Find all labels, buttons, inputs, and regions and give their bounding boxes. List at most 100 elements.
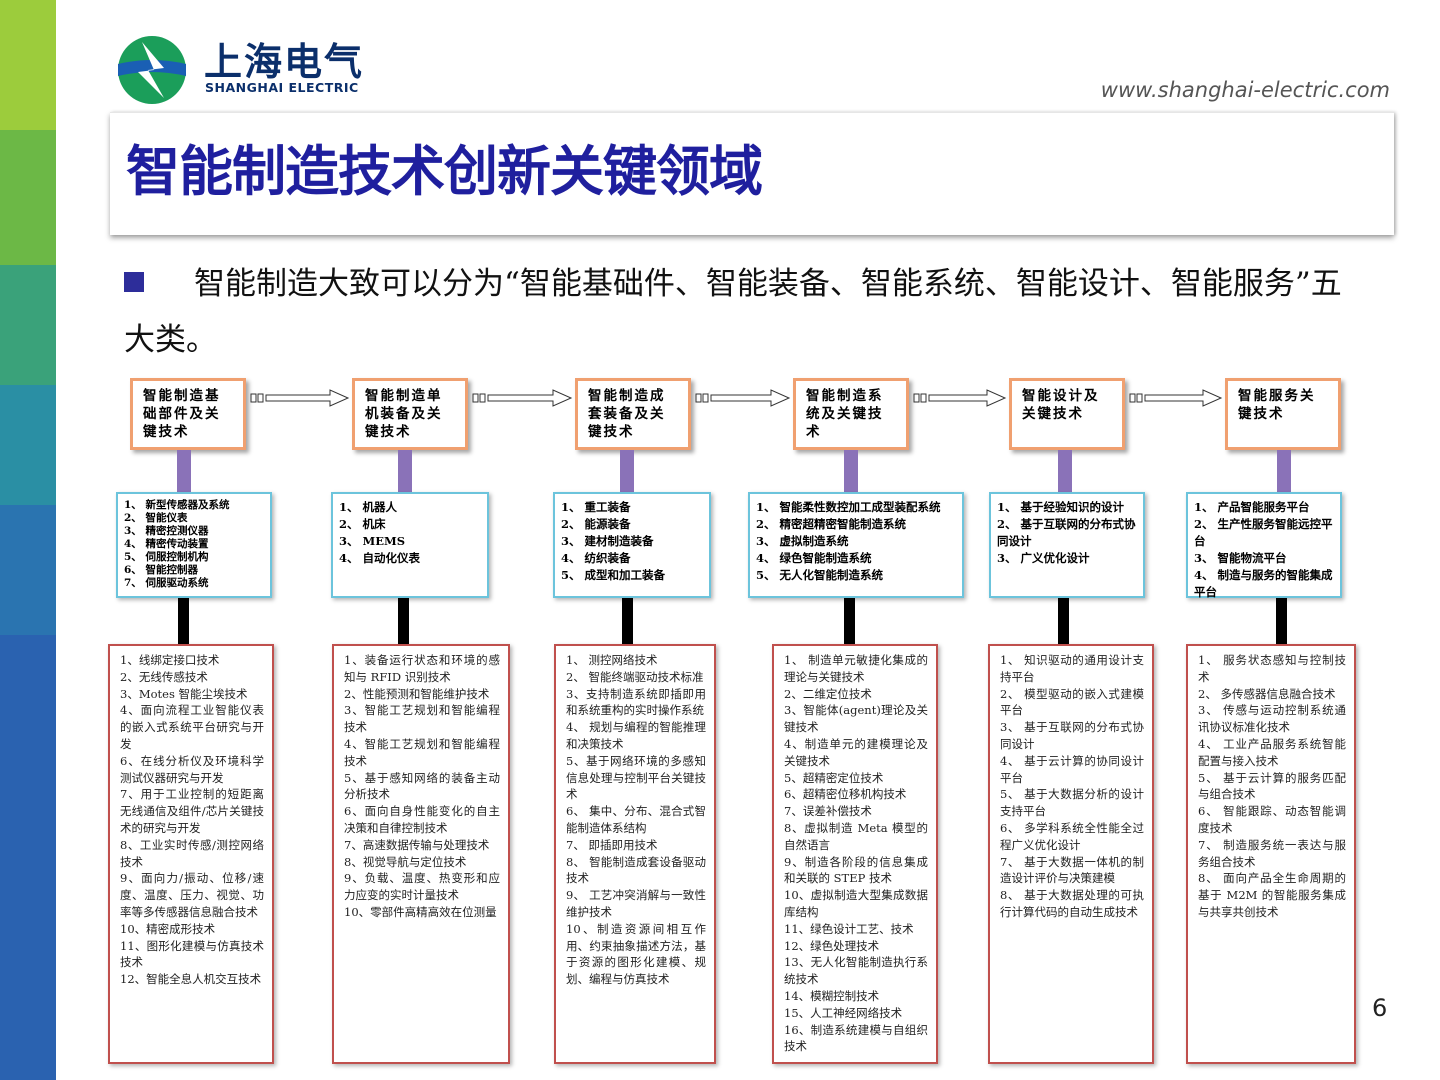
connector-bar [844,450,858,492]
website-url: www.shanghai-electric.com [1100,78,1390,102]
list-item: 5、 基于云计算的服务匹配与组合技术 [1198,770,1346,802]
brand-name-cn: 上海电气 [204,40,365,84]
list-item: 6、 智能跟踪、动态智能调度技术 [1198,804,1346,835]
list-item: 4、 制造与服务的智能集成平台 [1194,568,1333,599]
list-item: 1、 新型传感器及系统 [124,499,230,511]
list-item: 2、 多传感器信息融合技术 [1198,686,1336,701]
category-box: 智能设计及关键技术 [1009,378,1125,450]
connector-bar [1276,598,1287,644]
list-item: 4、 自动化仪表 [339,551,421,565]
list-item: 2、二维定位技术 [784,686,872,701]
category-label: 智能制造基础部件及关键技术 [143,388,221,440]
list-item: 2、 精密超精密智能制造系统 [756,517,907,531]
flow-arrow-icon [250,389,350,407]
list-item: 6、在线分析仪及环境科学测试仪器研究与开发 [120,753,264,785]
list-item: 7、 基于大数据一体机的制造设计评价与决策建模 [1000,854,1144,886]
list-item: 4、 工业产品服务系统智能配置与接入技术 [1198,736,1346,768]
list-item: 1、 机器人 [339,500,398,514]
list-item: 16、制造系统建模与自组织技术 [784,1022,928,1054]
list-item: 2、 机床 [339,517,386,531]
category-box: 智能制造单机装备及关键技术 [352,378,468,450]
bullet-square-icon [124,272,144,292]
list-item: 8、 基于大数据处理的可执行计算代码的自动生成技术 [1000,888,1144,919]
list-item: 6、超精密位移机构技术 [784,787,907,802]
list-item: 1、 服务状态感知与控制技术 [1198,653,1346,684]
list-item: 5、超精密定位技术 [784,770,884,785]
left-color-stripe [0,0,56,1080]
list-item: 4、 规划与编程的智能推理和决策技术 [566,720,706,751]
list-item: 10、虚拟制造大型集成数据库结构 [784,888,928,919]
list-item: 4、 精密传动装置 [124,538,209,550]
category-box: 智能制造成套装备及关键技术 [575,378,691,450]
list-item: 8、视觉导航与定位技术 [344,854,467,869]
list-item: 9、 工艺冲突消解与一致性维护技术 [566,888,706,919]
flow-arrow-icon [913,389,1007,407]
list-item: 8、工业实时传感/测控网络技术 [120,837,264,869]
list-item: 9、制造各阶段的信息集成和关联的 STEP 技术 [784,854,928,886]
list-item: 2、 模型驱动的嵌入式建模平台 [1000,686,1144,718]
product-list: 1、 机器人 2、 机床 3、 MEMS 4、 自动化仪表 [339,499,481,567]
list-item: 13、无人化智能制造执行系统技术 [784,955,928,987]
list-item: 15、人工神经网络技术 [784,1005,903,1020]
list-item: 2、性能预测和智能维护技术 [344,686,490,701]
list-item: 7、 伺服驱动系统 [124,577,209,589]
shanghai-electric-logo-icon [118,36,186,104]
list-item: 12、智能全息人机交互技术 [120,972,262,987]
connector-bar [177,450,191,492]
list-item: 5、 成型和加工装备 [561,568,666,582]
connector-bar [398,598,409,644]
connector-bar [1058,598,1069,644]
slide-title: 智能制造技术创新关键领域 [126,140,763,203]
list-item: 7、 即插即用技术 [566,837,658,852]
list-item: 1、线绑定接口技术 [120,653,220,667]
list-item: 2、无线传感技术 [120,669,208,684]
list-item: 2、 能源装备 [561,517,631,531]
list-item: 10、精密成形技术 [120,921,216,936]
list-item: 1、 基于经验知识的设计 [997,500,1125,514]
list-item: 1、 重工装备 [561,500,631,514]
title-box: 智能制造技术创新关键领域 [110,112,1394,235]
list-item: 7、用于工业控制的短距离无线通信及组件/芯片关键技术的研究与开发 [120,787,264,835]
list-item: 1、 测控网络技术 [566,653,658,667]
list-item: 4、 基于云计算的协同设计平台 [1000,753,1144,785]
category-box: 智能制造系统及关键技术 [793,378,909,450]
list-item: 4、制造单元的建模理论及关键技术 [784,736,928,768]
list-item: 1、 知识驱动的通用设计支持平台 [1000,653,1144,684]
list-item: 5、基于感知网络的装备主动分析技术 [344,770,500,802]
list-item: 11、绿色设计工艺、技术 [784,921,914,936]
flow-arrow-icon [1129,389,1223,407]
list-item: 5、基于网络环境的多感知信息处理与控制平台关键技术 [566,753,706,802]
list-item: 3、 MEMS [339,534,406,548]
list-item: 3、 虚拟制造系统 [756,534,849,548]
list-item: 3、Motes 智能尘埃技术 [120,686,248,701]
brand-name-en: SHANGHAI ELECTRIC [205,80,359,95]
connector-bar [1058,450,1072,492]
list-item: 3、 基于互联网的分布式协同设计 [1000,720,1144,751]
list-item: 5、 伺服控制机构 [124,551,209,563]
list-item: 14、模糊控制技术 [784,988,880,1003]
list-item: 3、 智能物流平台 [1194,551,1287,565]
connector-bar [622,598,633,644]
list-item: 4、智能工艺规划和智能编程技术 [344,736,500,768]
connector-bar [620,450,634,492]
category-box: 智能制造基础部件及关键技术 [130,378,246,450]
list-item: 2、 生产性服务智能远控平台 [1194,517,1333,548]
flow-arrow-icon [695,389,791,407]
list-item: 3、 广义优化设计 [997,551,1090,565]
